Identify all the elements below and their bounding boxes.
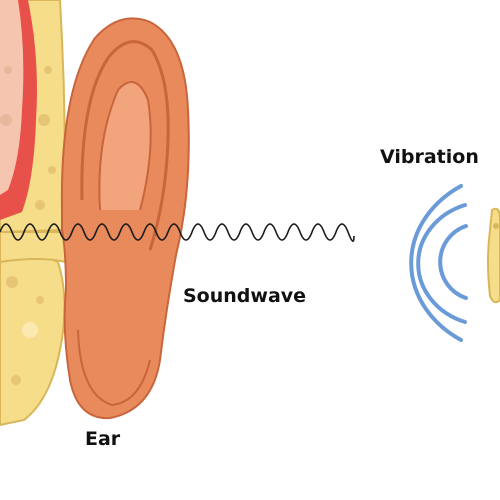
- vibration-arc-middle: [416, 203, 467, 324]
- soundwave-line: [0, 223, 355, 242]
- vibration-label: Vibration: [380, 146, 479, 168]
- jaw-bone: [0, 231, 69, 427]
- ossicle-fragment: [487, 207, 500, 304]
- vibration-arc-outer: [409, 184, 463, 342]
- soundwave-label: Soundwave: [183, 285, 307, 307]
- vibration-arcs: [409, 184, 468, 342]
- ear-canal: [0, 0, 37, 220]
- vibration-arc-inner: [438, 224, 468, 300]
- ear-label: Ear: [85, 428, 121, 450]
- outer-ear: [60, 17, 190, 420]
